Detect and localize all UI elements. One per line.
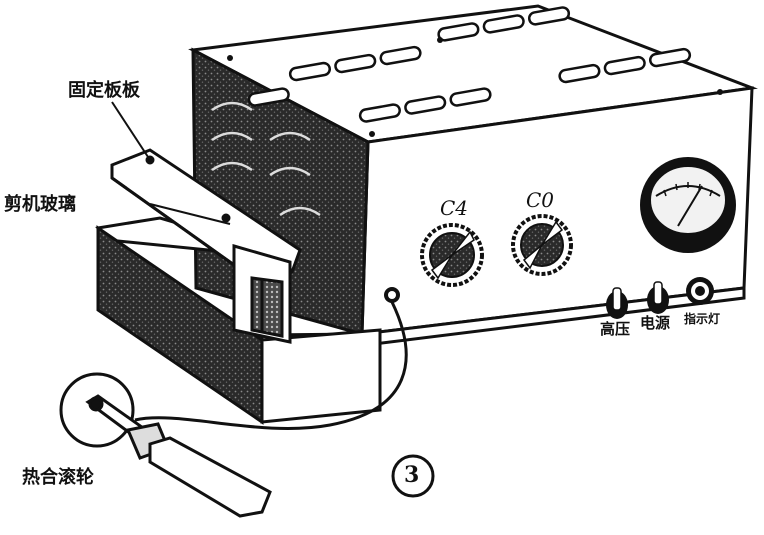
- label-hot-roller: 热合滚轮: [22, 467, 94, 488]
- heater-box-bottom: [260, 328, 382, 424]
- side-vents: [211, 101, 321, 217]
- leader-lines: [111, 101, 231, 225]
- cable-grommet: [384, 287, 400, 303]
- indicator-lamp: [686, 277, 714, 305]
- dial-c0[interactable]: [511, 214, 573, 276]
- label-indicator-lamp: 指示灯: [684, 312, 721, 326]
- label-dial-c0: C0: [526, 188, 555, 212]
- top-screws: [227, 37, 723, 137]
- figure-number: 3: [404, 462, 420, 488]
- cable: [134, 301, 408, 431]
- switch-high-voltage[interactable]: [606, 287, 628, 319]
- clamp-block: [232, 244, 292, 344]
- meter-needle: [677, 185, 703, 227]
- roller-handle: [148, 436, 272, 518]
- hot-roller-tool: [59, 372, 272, 518]
- vent-slots: [247, 6, 692, 123]
- label-switch-power: 电源: [640, 314, 671, 332]
- label-switch-high-voltage: 高压: [600, 320, 631, 338]
- switch-power[interactable]: [647, 281, 669, 314]
- figure-number-ring: [391, 454, 435, 498]
- dial-c4[interactable]: [420, 223, 484, 287]
- heater-box: [95, 216, 382, 425]
- label-dial-c4: C4: [440, 196, 469, 220]
- meter: [640, 157, 736, 253]
- label-fixed-plate: 固定板板: [68, 80, 140, 101]
- label-cut-glass: 剪机玻璃: [4, 194, 76, 215]
